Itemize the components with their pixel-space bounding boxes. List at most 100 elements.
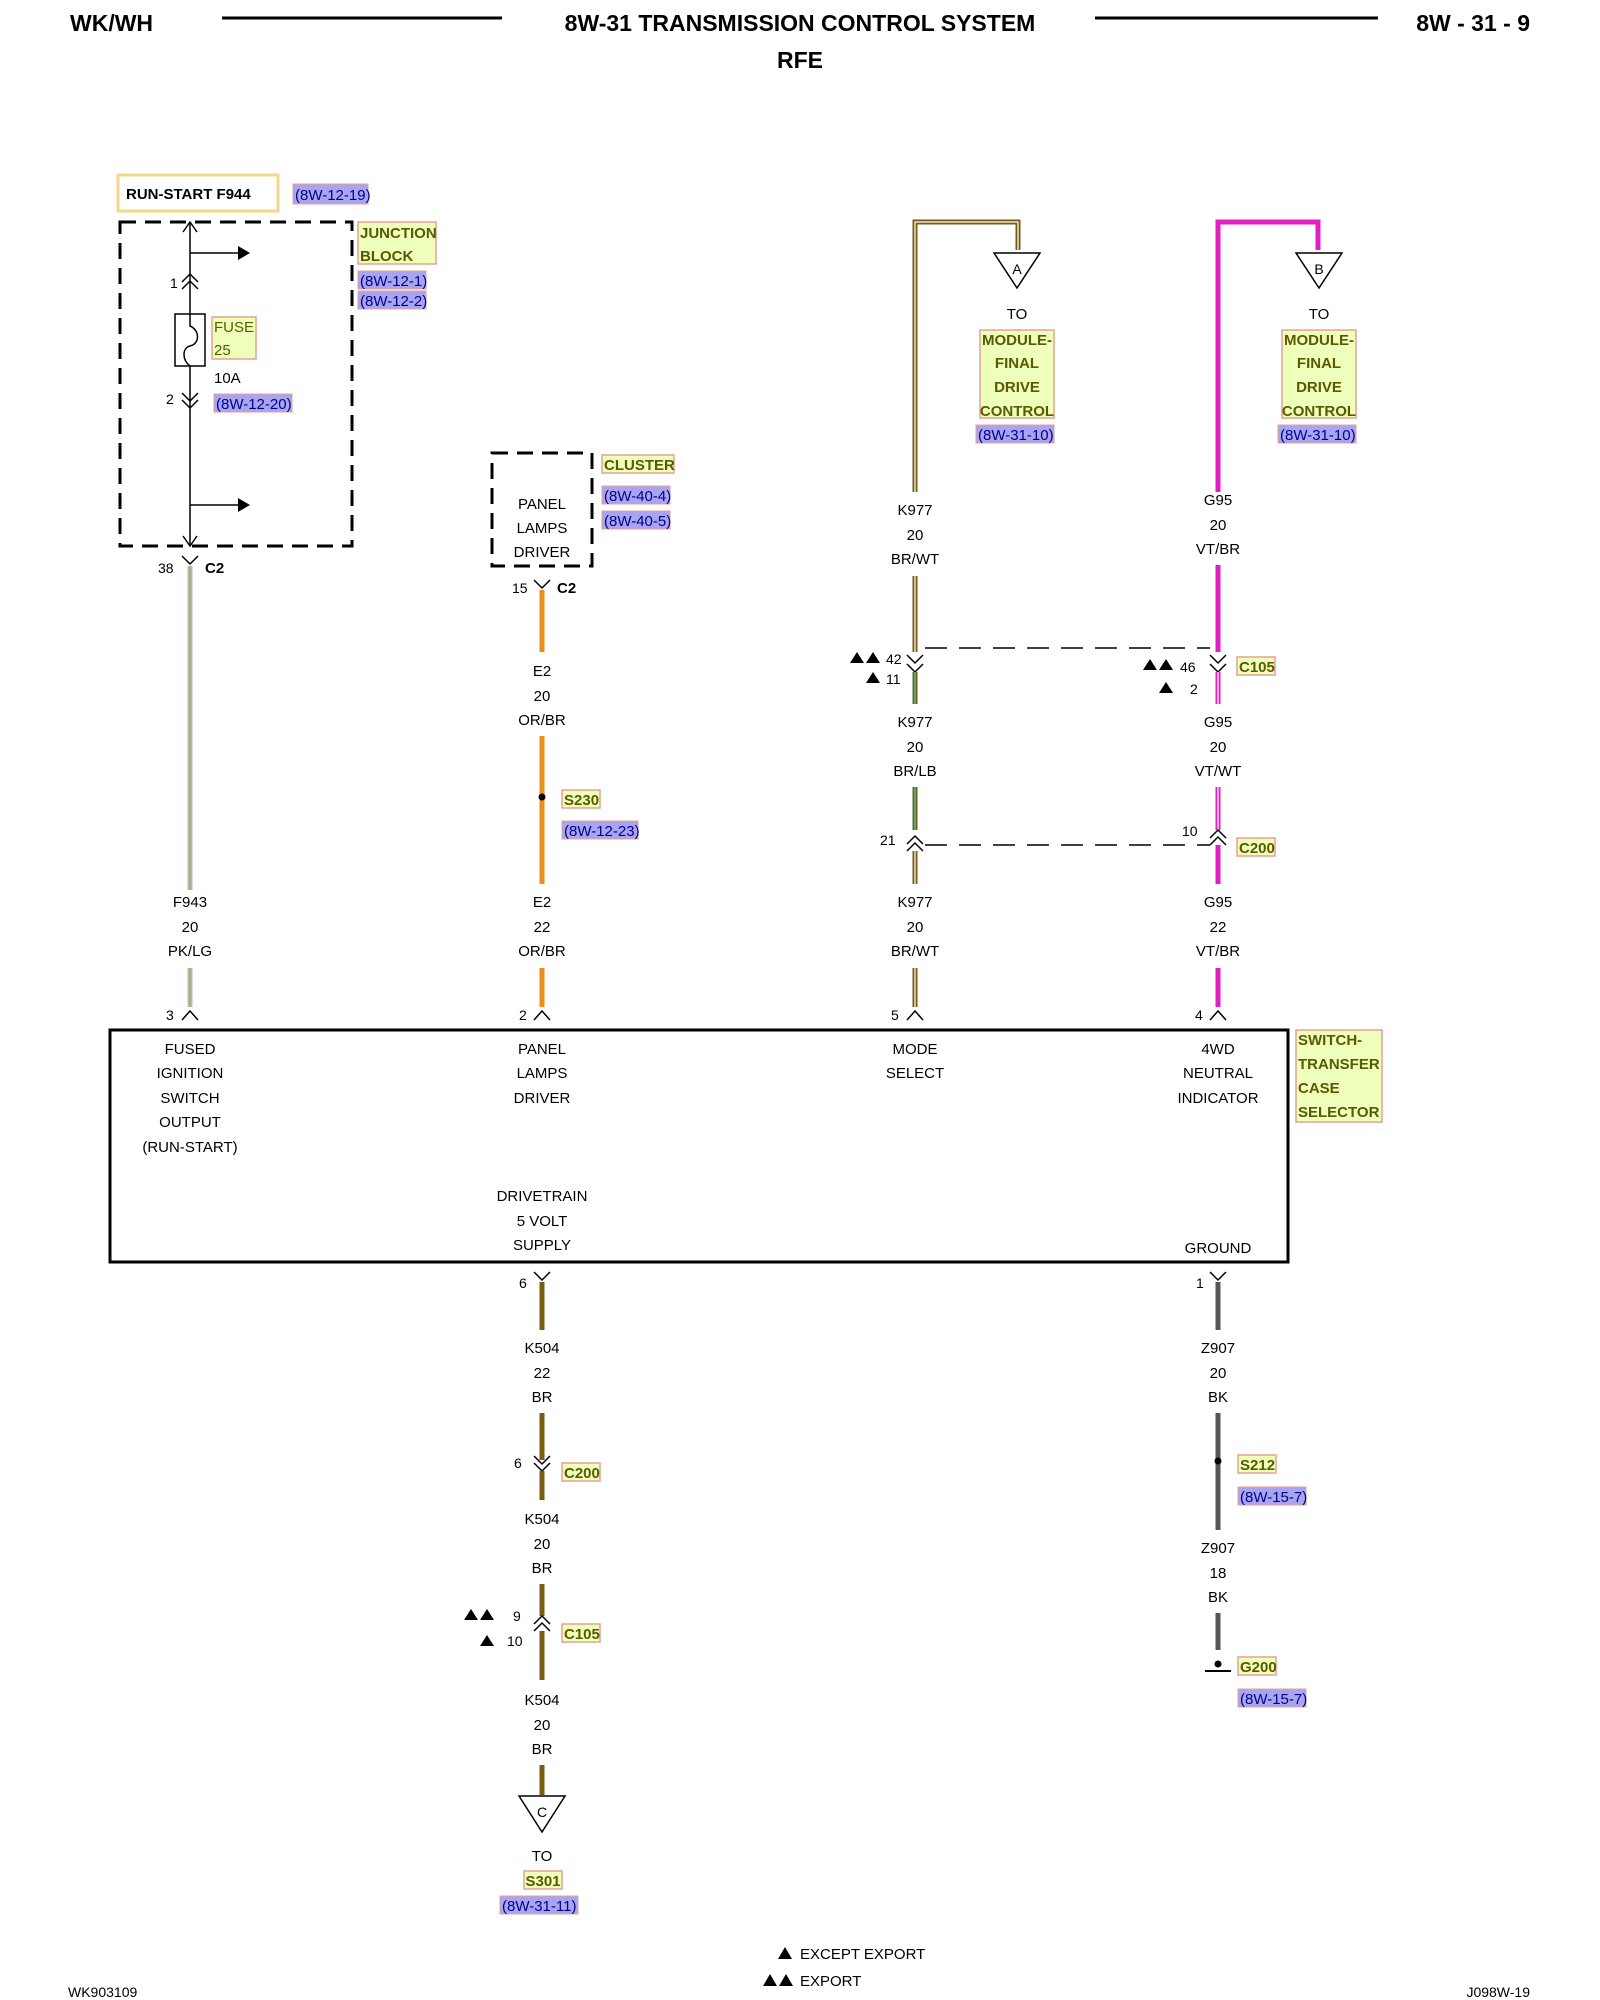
dest-c-letter: C xyxy=(537,1804,547,1820)
jb-pin1-connector xyxy=(181,272,199,283)
switch-pin2-text-1: PANEL xyxy=(518,1041,566,1058)
c200-k504-connector xyxy=(533,1455,551,1466)
f943-circuit: F943 xyxy=(173,894,207,911)
k977-c105-nonexport-mark xyxy=(866,672,880,683)
dest-b-line2: FINAL xyxy=(1297,355,1341,372)
wire-k977-top-stripe xyxy=(914,221,1019,492)
cluster-name-box xyxy=(601,454,675,474)
k504-pin-connector xyxy=(533,1271,551,1282)
k977-pin-connector xyxy=(906,1009,924,1021)
g95-c105-nonexport-mark xyxy=(1159,682,1173,693)
fuse-label-2: 25 xyxy=(214,342,231,359)
g95-low-gauge: 22 xyxy=(1210,919,1227,936)
c200-k977-connector xyxy=(906,834,924,845)
cluster-name: CLUSTER xyxy=(604,457,675,474)
c105-top-name: C105 xyxy=(1239,659,1275,676)
g95-pin: 4 xyxy=(1195,1007,1203,1023)
switch-pin3-text-4: OUTPUT xyxy=(159,1114,221,1131)
k504-b-circuit: K504 xyxy=(524,1511,559,1528)
z907-pin: 1 xyxy=(1196,1275,1204,1291)
dest-b-name-box xyxy=(1281,329,1357,419)
z907-a-color: BK xyxy=(1208,1389,1228,1406)
g95-mid-circuit: G95 xyxy=(1204,714,1232,731)
z907-b-gauge: 18 xyxy=(1210,1565,1227,1582)
dest-b-to: TO xyxy=(1309,306,1330,323)
switch-name-3: CASE xyxy=(1298,1080,1340,1097)
legend-single-triangle-icon xyxy=(778,1947,792,1959)
header-page: 8W - 31 - 9 xyxy=(1416,10,1530,36)
run-start-label: RUN-START F944 xyxy=(126,186,251,203)
k977-c105-pin-nonexport: 11 xyxy=(886,671,901,687)
junction-block-ref2[interactable]: (8W-12-2) xyxy=(360,293,427,310)
s230-ref[interactable]: (8W-12-23) xyxy=(564,823,640,840)
junction-block-ref2-box xyxy=(357,290,427,310)
dest-a-letter: A xyxy=(1012,261,1022,277)
e2-pin-connector xyxy=(533,1009,551,1021)
s212-splice-dot xyxy=(1214,1457,1222,1465)
cluster-c2-pin: 15 xyxy=(512,580,528,596)
run-start-ref-box xyxy=(292,183,369,205)
dest-c-name-box xyxy=(523,1870,563,1890)
cluster-text-2: LAMPS xyxy=(517,520,568,537)
header-title: 8W-31 TRANSMISSION CONTROL SYSTEM xyxy=(565,10,1036,36)
dest-a-line1: MODULE- xyxy=(982,332,1052,349)
k977-top-color: BR/WT xyxy=(891,551,939,568)
switch-pin6-text-2: 5 VOLT xyxy=(517,1213,568,1230)
k977-low-circuit: K977 xyxy=(897,894,932,911)
g95-top-color: VT/BR xyxy=(1196,541,1240,558)
cluster-ref1[interactable]: (8W-40-4) xyxy=(604,488,671,505)
switch-name-2: TRANSFER xyxy=(1298,1056,1380,1073)
bus-arrow-bottom xyxy=(182,535,198,548)
z907-b-color: BK xyxy=(1208,1589,1228,1606)
jb-c2-pin: 38 xyxy=(158,560,174,576)
dest-c-ref[interactable]: (8W-31-11) xyxy=(502,1898,576,1915)
switch-pin6-text-3: SUPPLY xyxy=(513,1237,571,1254)
junction-block-ref1[interactable]: (8W-12-1) xyxy=(360,273,427,290)
legend-double-triangle-icon-1 xyxy=(763,1974,777,1986)
junction-block-name-box xyxy=(357,221,437,265)
switch-pin3-text-3: SWITCH xyxy=(160,1090,219,1107)
dest-b-ref[interactable]: (8W-31-10) xyxy=(1280,427,1356,444)
cluster-ref2-box xyxy=(601,510,671,530)
g200-ground-dot xyxy=(1214,1660,1222,1668)
c105-g95-connector xyxy=(1209,654,1227,665)
g95-low-circuit: G95 xyxy=(1204,894,1232,911)
g95-mid-gauge: 20 xyxy=(1210,739,1227,756)
k504-c105-pin-nonexport: 10 xyxy=(507,1633,523,1649)
g200-ref[interactable]: (8W-15-7) xyxy=(1240,1691,1307,1708)
footer-doc-id: WK903109 xyxy=(68,1984,137,2000)
dest-b-ref-box xyxy=(1277,424,1357,444)
dest-a-ref[interactable]: (8W-31-10) xyxy=(978,427,1054,444)
g95-pin-connector xyxy=(1209,1009,1227,1021)
c105-k504-connector xyxy=(533,1614,551,1625)
cluster-c2-name: C2 xyxy=(557,580,576,597)
g95-c105-pin-export: 46 xyxy=(1180,659,1196,675)
g200-name: G200 xyxy=(1240,1659,1277,1676)
jb-pin2-connector xyxy=(181,392,199,403)
fuse-ref[interactable]: (8W-12-20) xyxy=(216,396,292,413)
switch-outline xyxy=(108,1028,1290,1264)
run-start-ref[interactable]: (8W-12-19) xyxy=(295,187,371,204)
legend-except-export: EXCEPT EXPORT xyxy=(800,1946,925,1963)
legend-export: EXPORT xyxy=(800,1973,861,1990)
k504-a-gauge: 22 xyxy=(534,1365,551,1382)
c105-k977-connector xyxy=(906,654,924,665)
junction-block-ref1-box xyxy=(357,270,427,290)
e2-pin: 2 xyxy=(519,1007,527,1023)
k977-top-circuit: K977 xyxy=(897,502,932,519)
c105-k504-box xyxy=(561,1623,601,1643)
f943-color: PK/LG xyxy=(168,943,212,960)
k977-mid-circuit: K977 xyxy=(897,714,932,731)
s230-ref-box xyxy=(561,820,639,840)
cluster-ref2[interactable]: (8W-40-5) xyxy=(604,513,671,530)
cluster-outline xyxy=(490,451,594,568)
k977-c105-export-mark-2 xyxy=(866,652,880,663)
switch-pin2-text-3: DRIVER xyxy=(514,1090,571,1107)
k504-b-color: BR xyxy=(532,1560,553,1577)
k977-low-gauge: 20 xyxy=(907,919,924,936)
dest-a-ref-box xyxy=(975,424,1055,444)
s212-ref[interactable]: (8W-15-7) xyxy=(1240,1489,1307,1506)
switch-pin2-text-2: LAMPS xyxy=(517,1065,568,1082)
legend-double-triangle-icon-2 xyxy=(779,1974,793,1986)
